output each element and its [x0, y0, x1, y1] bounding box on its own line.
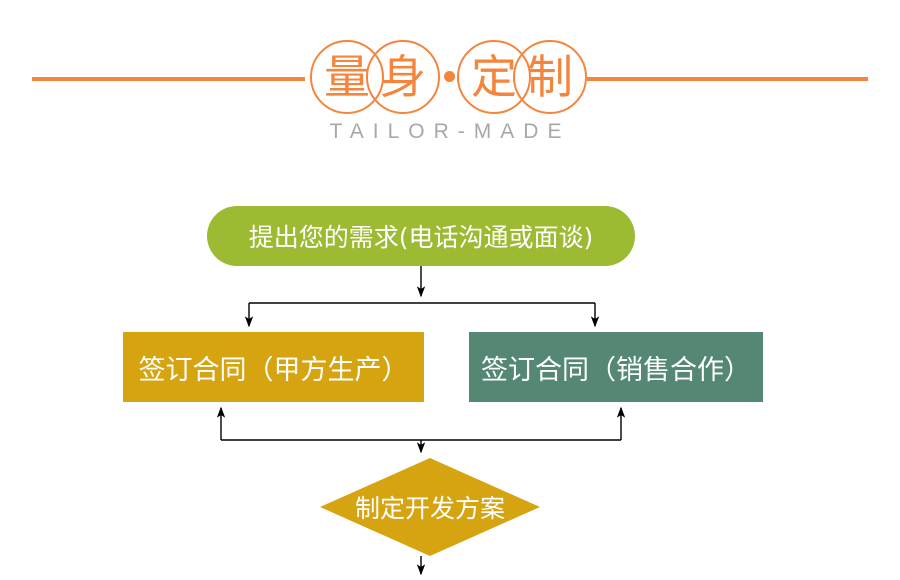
- header-banner: 量 身 定 制 TAILOR-MADE: [0, 0, 900, 170]
- logo-glyph-zhi: 制: [513, 40, 587, 114]
- flow-node-contract-producer[interactable]: 签订合同（甲方生产）: [123, 332, 424, 402]
- flow-node-development-plan[interactable]: 制定开发方案: [320, 458, 540, 556]
- flow-node-contract-sales[interactable]: 签订合同（销售合作）: [469, 332, 763, 402]
- logo-lockup: 量 身 定 制: [305, 38, 595, 118]
- logo-separator-dot: [444, 71, 455, 82]
- logo-glyph-shen: 身: [366, 40, 440, 114]
- flow-node-development-plan-label: 制定开发方案: [354, 494, 505, 523]
- flow-node-request[interactable]: 提出您的需求(电话沟通或面谈): [207, 206, 635, 266]
- header-tagline: TAILOR-MADE: [329, 120, 571, 143]
- header-rule-left: [32, 77, 305, 81]
- header-rule-right: [587, 77, 868, 81]
